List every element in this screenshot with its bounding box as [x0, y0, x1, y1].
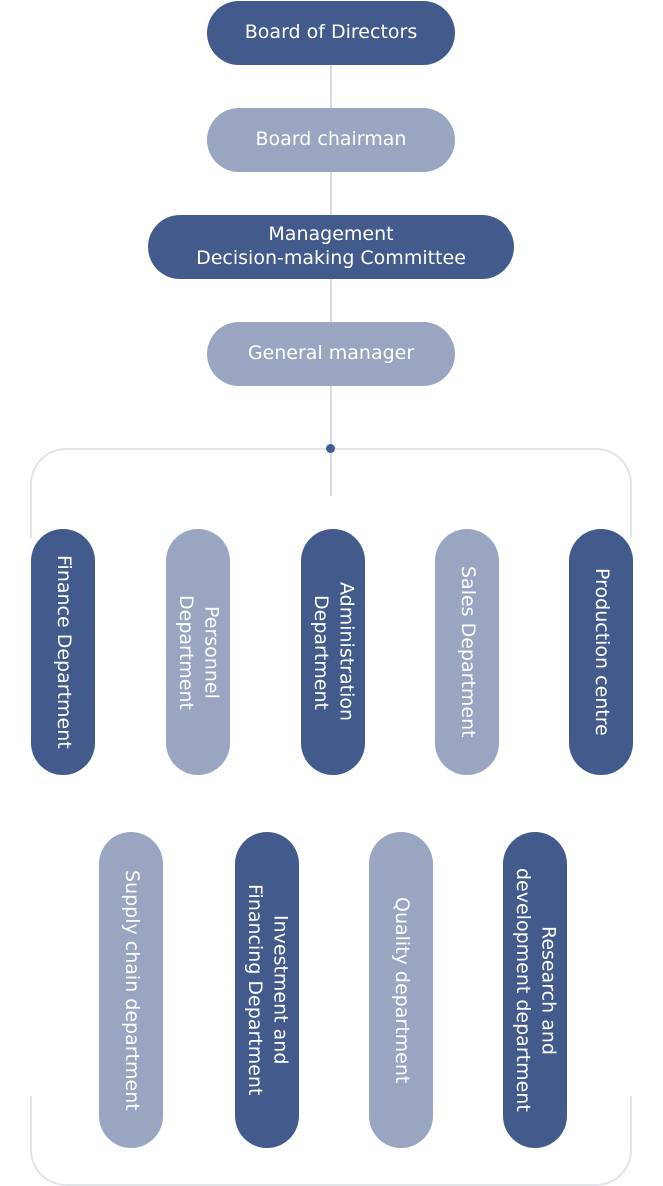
node-board-chairman: Board chairman: [207, 108, 455, 172]
dept-label: Personnel Department: [175, 594, 223, 710]
node-label: Board of Directors: [244, 21, 418, 44]
dept-label: Quality department: [390, 896, 413, 1084]
node-general-manager: General manager: [207, 322, 455, 386]
dept-investment-financing: Investment and Financing Department: [235, 832, 299, 1148]
vertical-connector: [330, 64, 332, 496]
dept-label: Research and development department: [512, 868, 560, 1112]
dept-label: Sales Department: [456, 566, 479, 738]
dept-sales: Sales Department: [435, 529, 499, 775]
node-management-committee: Management Decision-making Committee: [148, 215, 514, 279]
dept-label: Investment and Financing Department: [244, 884, 292, 1096]
dept-research-development: Research and development department: [503, 832, 567, 1148]
department-bracket-top: [30, 448, 632, 538]
junction-dot: [326, 444, 335, 453]
dept-label: Administration Department: [310, 582, 358, 722]
node-board-of-directors: Board of Directors: [207, 1, 455, 65]
dept-production: Production centre: [569, 529, 633, 775]
node-label: Management Decision-making Committee: [196, 223, 466, 269]
dept-label: Finance Department: [52, 555, 75, 749]
node-label: General manager: [247, 342, 415, 365]
dept-personnel: Personnel Department: [166, 529, 230, 775]
node-label: Board chairman: [255, 128, 407, 151]
dept-supply-chain: Supply chain department: [99, 832, 163, 1148]
department-bracket-bottom: [30, 1096, 632, 1186]
dept-label: Supply chain department: [120, 869, 143, 1111]
dept-label: Production centre: [590, 568, 613, 736]
dept-administration: Administration Department: [301, 529, 365, 775]
dept-quality: Quality department: [369, 832, 433, 1148]
dept-finance: Finance Department: [31, 529, 95, 775]
